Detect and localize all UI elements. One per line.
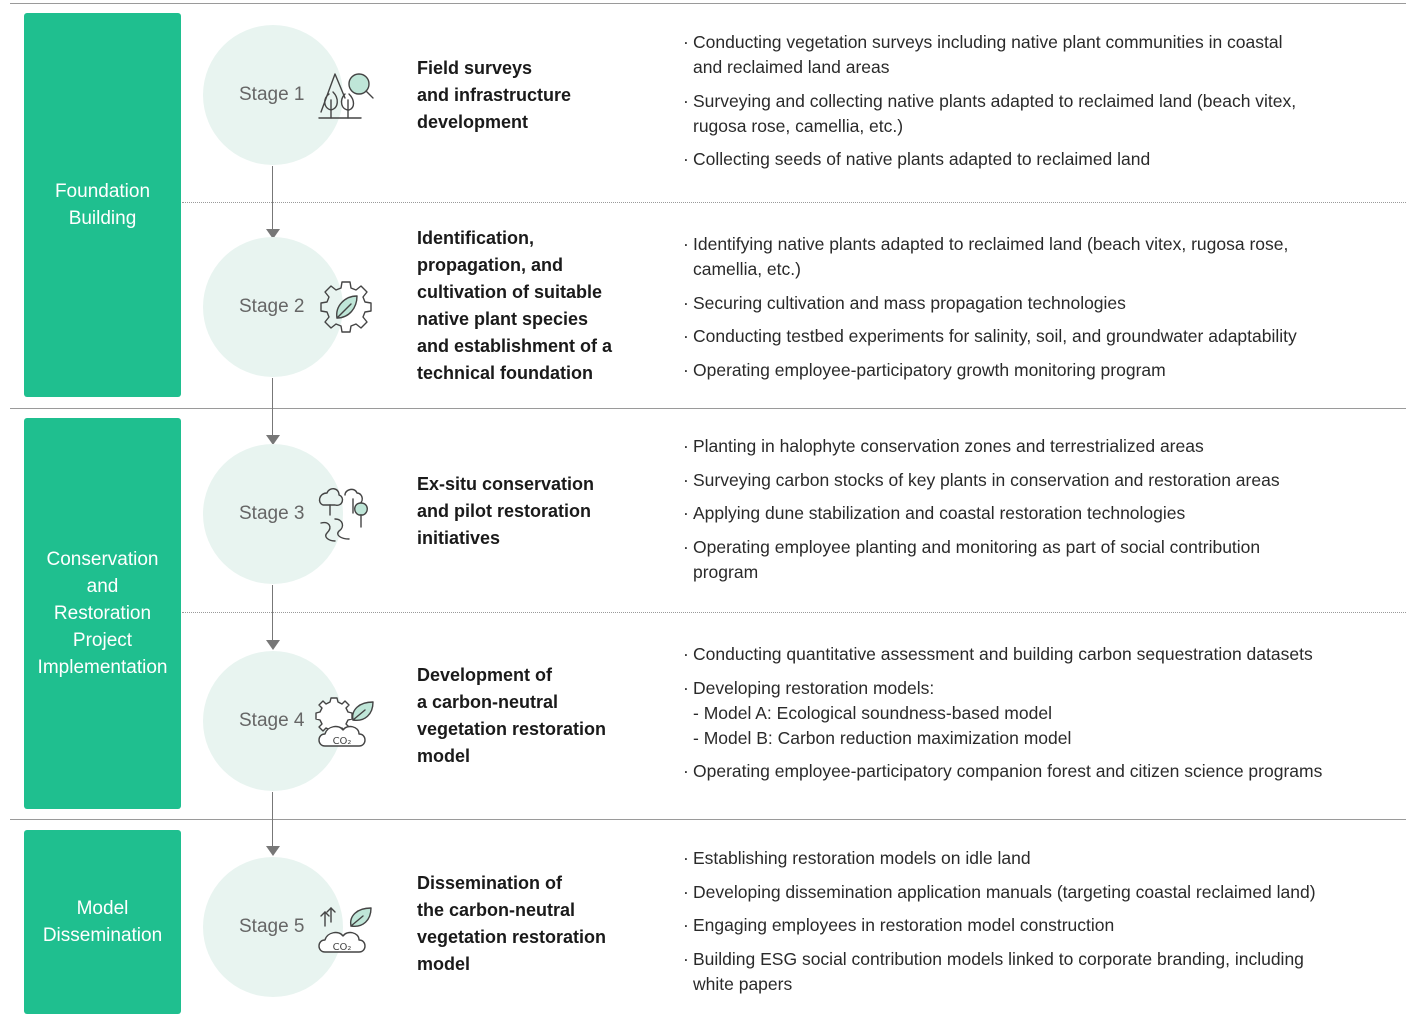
connector-3-4 — [272, 585, 273, 641]
bullet-item: Conducting vegetation surveys including … — [683, 30, 1393, 80]
arrow-down-icon — [266, 640, 280, 650]
gear-co2-leaf-icon: CO₂ — [315, 697, 374, 747]
bullet-item: Surveying carbon stocks of key plants in… — [683, 468, 1393, 493]
stage-5-circle: Stage 5 CO₂ — [203, 857, 372, 997]
stage-1-circle: Stage 1 — [203, 25, 374, 165]
bullet-item: Developing restoration models: - Model A… — [683, 676, 1393, 751]
stage-3-label: Stage 3 — [239, 503, 305, 524]
bullet-item: Identifying native plants adapted to rec… — [683, 232, 1393, 282]
phase-model-dissemination: Model Dissemination — [24, 830, 181, 1014]
arrow-down-icon — [266, 846, 280, 856]
trees-path-icon — [318, 488, 368, 542]
stage-2-label: Stage 2 — [239, 296, 305, 317]
stage-divider-1-2 — [182, 202, 1406, 203]
stage-1-label: Stage 1 — [239, 84, 305, 105]
stage-5-title: Dissemination of the carbon-neutral vege… — [417, 873, 607, 974]
stage-3-title: Ex-situ conservation and pilot restorati… — [417, 474, 595, 548]
phase-conservation-restoration: Conservation and Restoration Project Imp… — [24, 418, 181, 809]
trees-magnifier-icon — [318, 73, 374, 119]
stage-2-title: Identification, propagation, and cultiva… — [417, 228, 613, 383]
connector-2-3 — [272, 378, 273, 436]
co2-cloud-arrows-icon: CO₂ — [318, 907, 372, 953]
gear-leaf-icon — [320, 281, 372, 333]
co2-text: CO₂ — [333, 736, 352, 747]
bullet-item: Applying dune stabilization and coastal … — [683, 501, 1393, 526]
stage-4-circle: Stage 4 CO₂ — [203, 651, 374, 791]
stage-4-label: Stage 4 — [239, 710, 305, 731]
connector-4-5 — [272, 792, 273, 847]
arrow-down-icon — [266, 435, 280, 445]
bullet-item: Building ESG social contribution models … — [683, 947, 1393, 997]
stage-1-title: Field surveys and infrastructure develop… — [417, 58, 572, 132]
stage-3-circle: Stage 3 — [203, 444, 368, 584]
stage-1-bullets: Conducting vegetation surveys including … — [683, 30, 1393, 181]
bullet-item: Operating employee-participatory compani… — [683, 759, 1393, 784]
phase-foundation-building: Foundation Building — [24, 13, 181, 397]
arrow-down-icon — [266, 229, 280, 239]
bullet-item: Surveying and collecting native plants a… — [683, 89, 1393, 139]
bullet-item: Securing cultivation and mass propagatio… — [683, 291, 1393, 316]
connector-1-2 — [272, 166, 273, 230]
bullet-item: Operating employee planting and monitori… — [683, 535, 1393, 585]
top-divider — [10, 3, 1406, 4]
bullet-item: Conducting quantitative assessment and b… — [683, 642, 1393, 667]
co2-text: CO₂ — [333, 942, 352, 953]
stage-4-title: Development of a carbon-neutral vegetati… — [417, 665, 607, 766]
bullet-item: Developing dissemination application man… — [683, 880, 1393, 905]
bullet-item: Collecting seeds of native plants adapte… — [683, 147, 1393, 172]
bullet-item: Establishing restoration models on idle … — [683, 846, 1393, 871]
stage-5-bullets: Establishing restoration models on idle … — [683, 846, 1393, 1005]
bullet-item: Operating employee-participatory growth … — [683, 358, 1393, 383]
stage-3-bullets: Planting in halophyte conservation zones… — [683, 434, 1393, 593]
stage-5-label: Stage 5 — [239, 916, 305, 937]
phase-divider-2-3 — [10, 819, 1406, 820]
bullet-item: Conducting testbed experiments for salin… — [683, 324, 1393, 349]
stage-2-circle: Stage 2 — [203, 237, 372, 377]
stage-4-bullets: Conducting quantitative assessment and b… — [683, 642, 1393, 793]
phase-divider-1-2 — [10, 408, 1406, 409]
bullet-item: Engaging employees in restoration model … — [683, 913, 1393, 938]
stage-divider-3-4 — [182, 612, 1406, 613]
stage-2-bullets: Identifying native plants adapted to rec… — [683, 232, 1393, 391]
bullet-item: Planting in halophyte conservation zones… — [683, 434, 1393, 459]
